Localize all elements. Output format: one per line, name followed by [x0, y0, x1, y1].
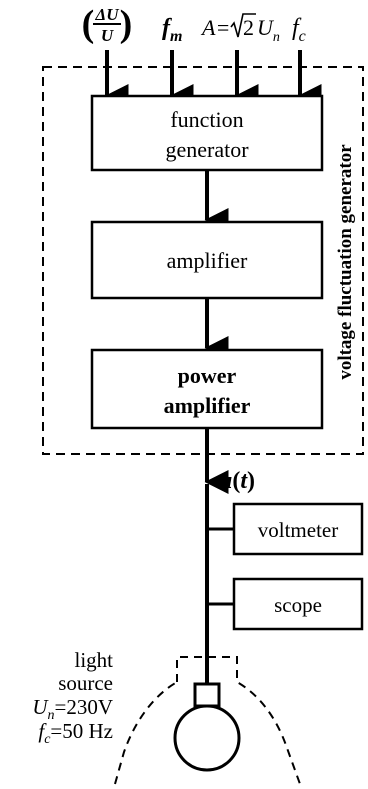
delta-u-close-paren: ) — [120, 3, 133, 45]
power-amplifier-label-line1: power — [178, 363, 237, 388]
bulb-icon — [173, 704, 241, 772]
function-generator-label-line2: generator — [165, 137, 249, 162]
light-source-line2: source — [58, 671, 113, 695]
scope-block — [232, 577, 364, 631]
delta-u-numerator: ΔU — [95, 5, 120, 24]
input-fm: fm — [162, 15, 182, 45]
power-amplifier-label-line2: amplifier — [164, 393, 251, 418]
input-fc: fc — [292, 15, 306, 45]
bulb-base-icon — [193, 682, 221, 708]
light-enclosure — [114, 656, 301, 785]
amplifier-block — [90, 220, 324, 300]
light-source-line1: light — [74, 648, 113, 672]
function-generator-block — [90, 94, 324, 172]
input-amplitude: A= 2 Un — [200, 13, 280, 45]
amplitude-radicand: 2 — [243, 15, 254, 40]
voltmeter-label: voltmeter — [258, 518, 338, 542]
light-source-fc: fc=50 Hz — [38, 719, 113, 747]
generator-boundary — [42, 66, 364, 455]
amplitude-un: Un — [257, 15, 280, 45]
delta-u-denominator: U — [101, 26, 114, 45]
delta-u-open-paren: ( — [82, 3, 95, 45]
amplifier-label: amplifier — [167, 248, 248, 273]
light-source-un: Un=230V — [32, 695, 113, 723]
signal-label: u(t) — [219, 468, 255, 494]
amplitude-prefix: A= — [200, 15, 230, 40]
input-delta-u: ( ΔU U ) — [82, 3, 133, 45]
scope-label: scope — [274, 593, 322, 617]
group-label: voltage fluctuation generator — [335, 144, 356, 380]
sqrt-icon — [230, 13, 256, 38]
function-generator-label-line1: function — [170, 107, 243, 132]
voltmeter-block — [232, 502, 364, 556]
